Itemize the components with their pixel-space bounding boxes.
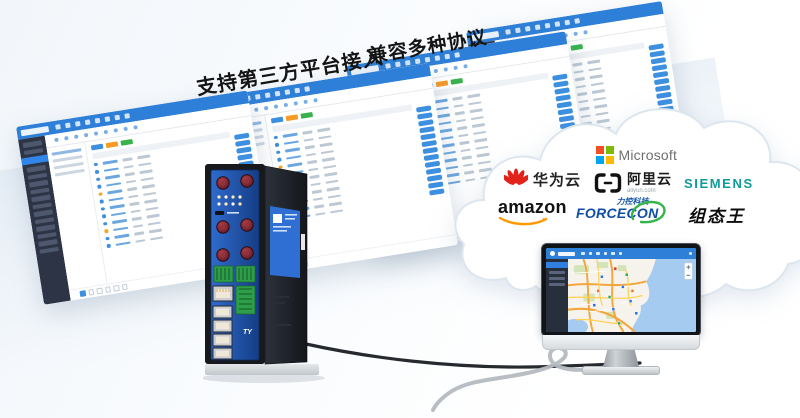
amazon-label: amazon — [498, 197, 567, 217]
industrial-router: TY — [203, 164, 325, 383]
led-indicators — [217, 195, 242, 206]
monitor-bezel — [541, 243, 701, 337]
terminal-blocks — [213, 265, 256, 315]
huawei-petals-icon — [504, 168, 528, 185]
logo-huawei-cloud: 华为云 — [504, 168, 581, 190]
platform-sidebar — [546, 259, 568, 332]
router-brand-mark: TY — [243, 329, 253, 336]
monitor-stand-neck — [603, 350, 639, 367]
aliyun-label: 阿里云 — [627, 171, 672, 187]
ethernet-ports — [212, 285, 234, 360]
monitor — [541, 243, 701, 375]
platform-sidebar-item — [546, 262, 568, 268]
logo-amazon: amazon — [498, 198, 567, 226]
logo-forcecon: 力控科技 FORCECON — [576, 197, 666, 224]
platform-title-bar — [558, 251, 575, 256]
logo-kingview: 组态王 — [688, 207, 745, 226]
forcecon-sublabel: 力控科技 — [616, 197, 649, 206]
map-water — [631, 259, 696, 332]
forcecon-label: FORCECON — [576, 200, 666, 224]
platform-logo-icon — [550, 251, 555, 256]
monitor-stand-base — [582, 366, 660, 375]
router-side-sticker — [301, 234, 305, 250]
forcecon-swoosh-icon — [630, 200, 666, 224]
microsoft-squares-icon — [596, 146, 614, 164]
map-view — [568, 259, 696, 332]
platform-header — [546, 248, 696, 259]
monitor-screen — [546, 248, 696, 332]
map-markers — [592, 266, 638, 326]
gray-cable — [431, 345, 614, 412]
map-roads-major — [568, 259, 647, 332]
monitor-chin — [542, 335, 700, 350]
router-shadow — [203, 373, 325, 383]
platform-nav — [581, 251, 686, 256]
platform-sidebar-item — [549, 283, 565, 286]
aliyun-bracket-icon — [594, 173, 622, 193]
amazon-smile-icon — [498, 216, 548, 226]
user-avatar-icon — [688, 251, 692, 256]
platform-sidebar-item — [549, 277, 565, 280]
router-base-plate — [205, 364, 319, 375]
logo-siemens: SIEMENS — [684, 176, 754, 191]
huawei-cloud-label: 华为云 — [533, 171, 582, 189]
map-zoom-control — [684, 262, 693, 280]
aliyun-sublabel: aliyun.com — [627, 188, 656, 194]
router-side-label — [270, 206, 300, 278]
antenna-connectors — [216, 174, 254, 262]
router-qr-code — [273, 214, 282, 223]
platform-sidebar-item — [549, 271, 565, 274]
reset-switch — [215, 211, 224, 215]
logo-microsoft: Microsoft — [596, 146, 677, 164]
microsoft-label: Microsoft — [618, 146, 678, 163]
logo-alibaba-cloud: 阿里云 aliyun.com — [594, 172, 672, 194]
